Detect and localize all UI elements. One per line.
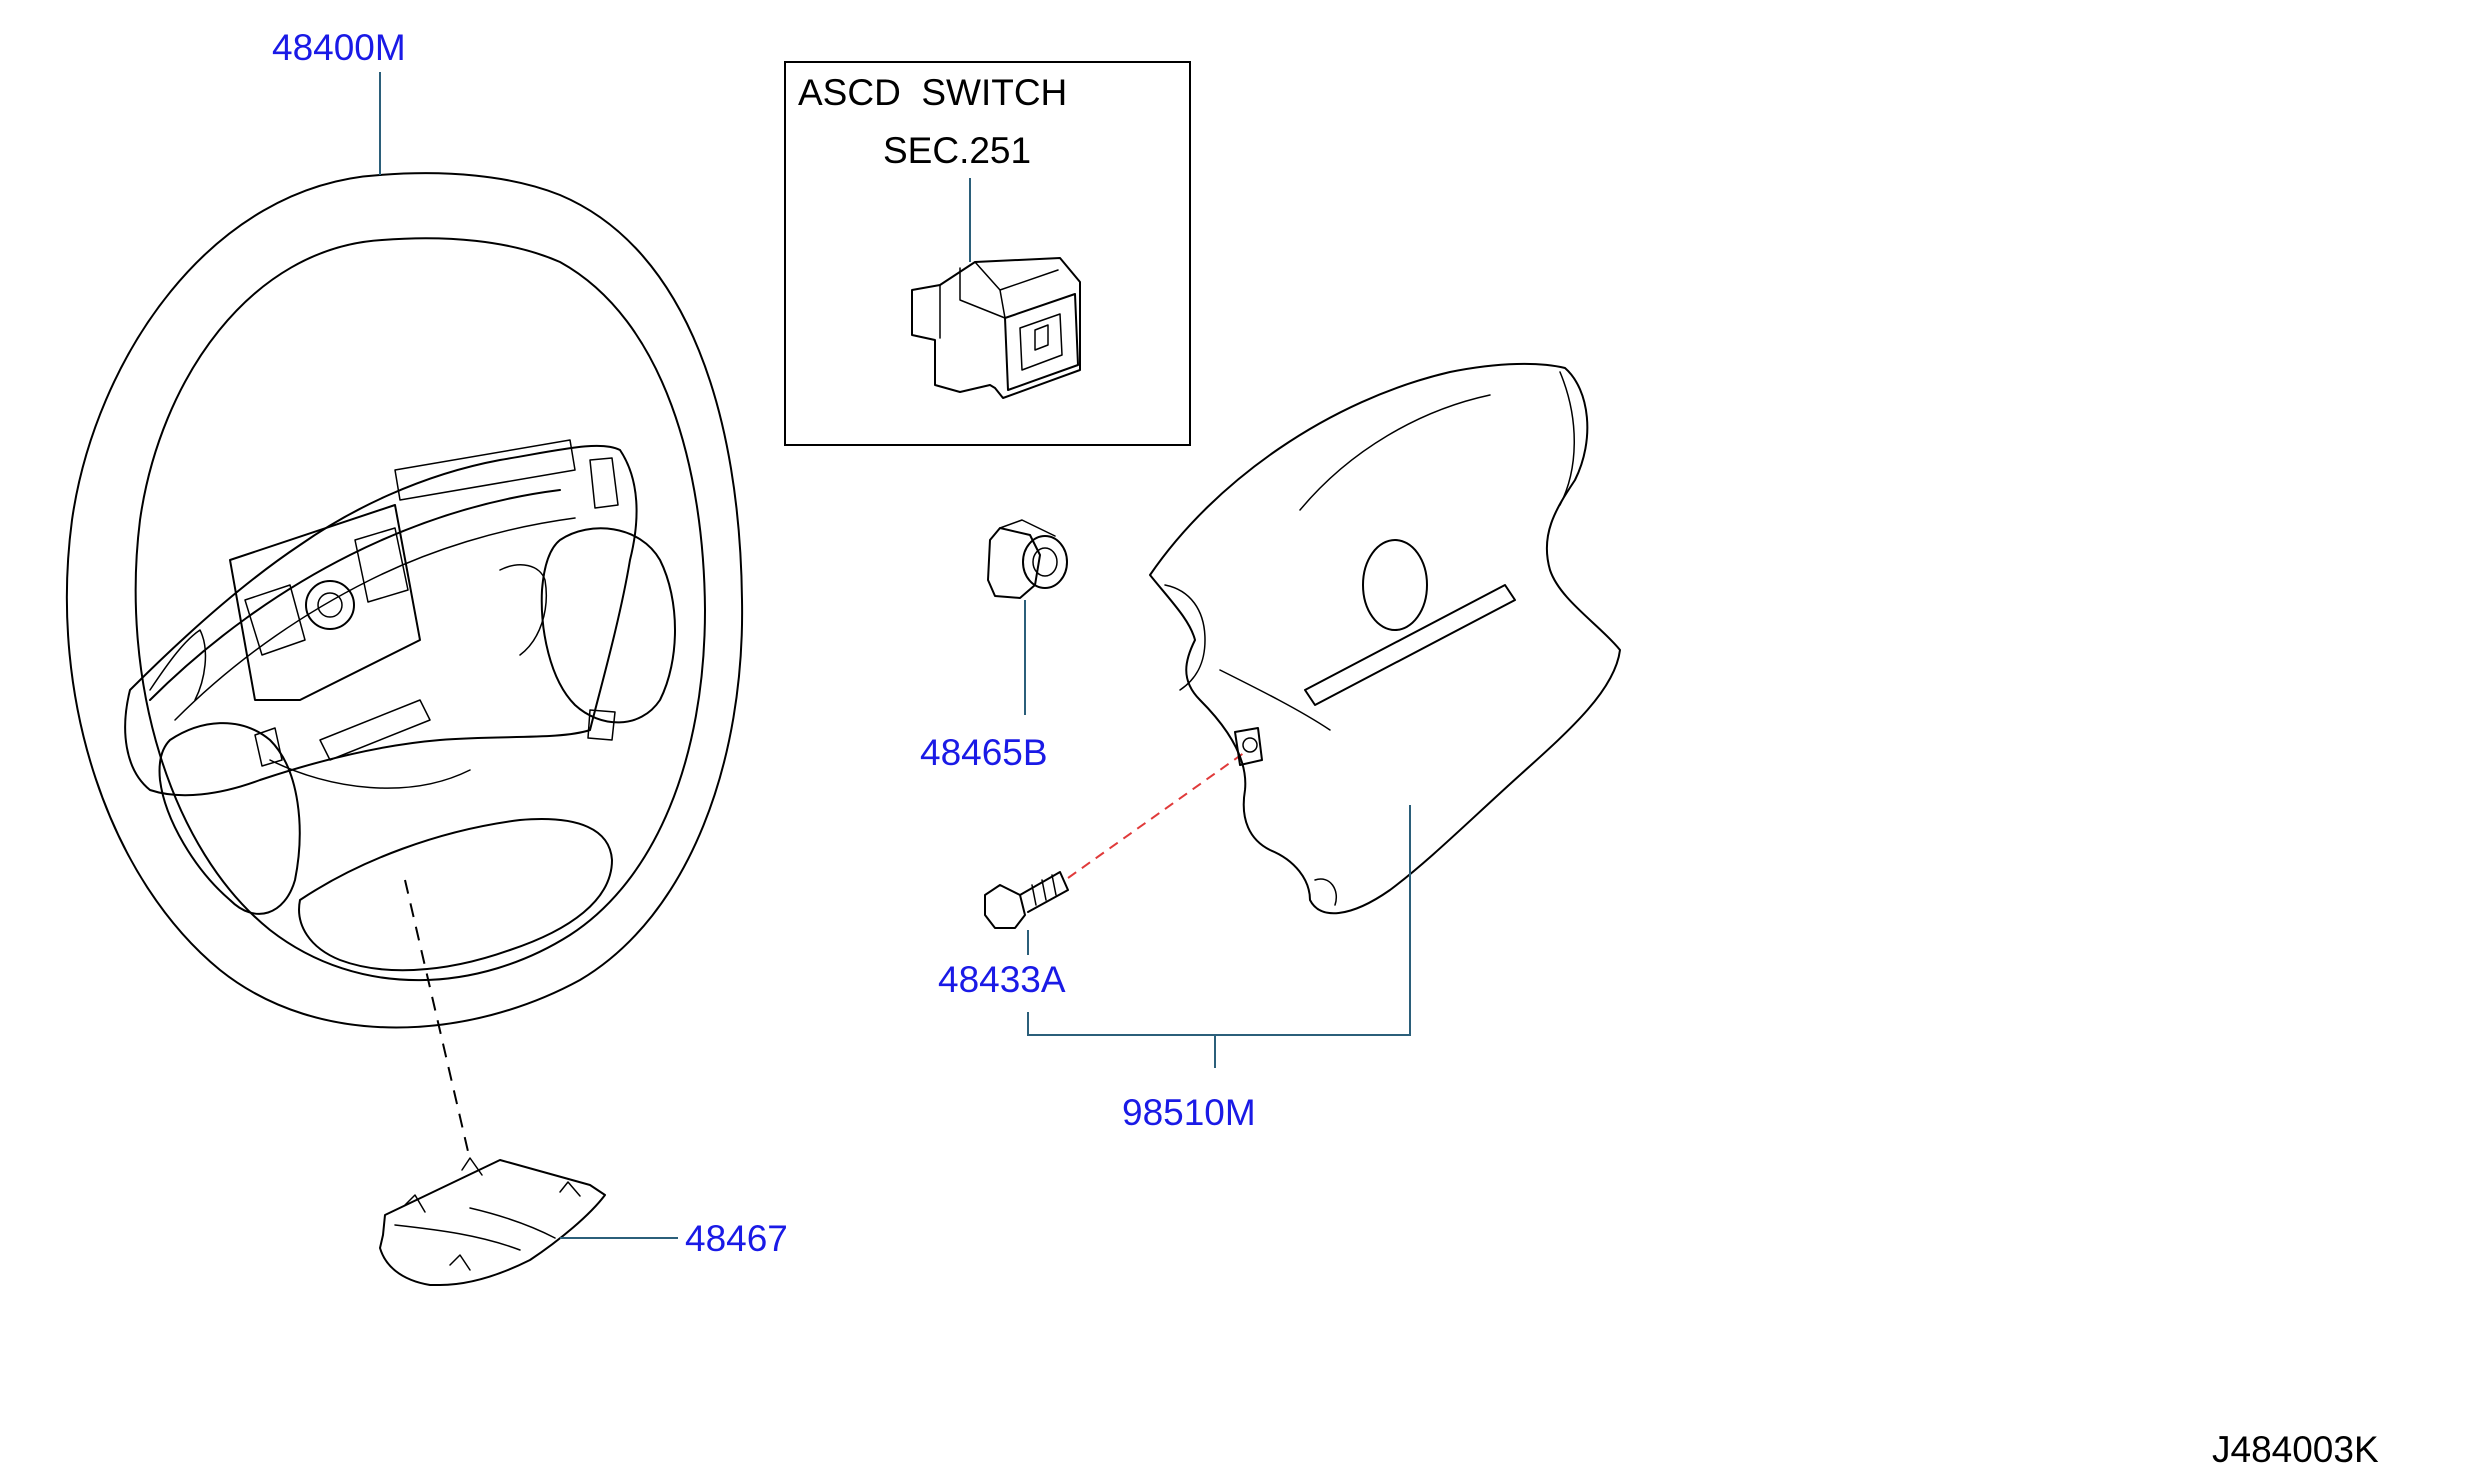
- diagram-code: J484003K: [2212, 1429, 2379, 1470]
- bolt-drawing: [984, 749, 1249, 955]
- lower-cover-drawing: [379, 1157, 606, 1286]
- inset-section: SEC.251: [883, 130, 1031, 171]
- part-label-98510M: 98510M: [1122, 1092, 1256, 1133]
- part-label-48433A: 48433A: [938, 959, 1066, 1000]
- ascd-switch-inset: [784, 61, 1191, 446]
- part-label-48467: 48467: [685, 1218, 788, 1259]
- steering-wheel-drawing: [65, 172, 744, 1161]
- inset-title: ASCD SWITCH: [798, 72, 1067, 113]
- part-label-48465B: 48465B: [920, 732, 1048, 773]
- nut-drawing: [987, 519, 1068, 715]
- part-label-48400M: 48400M: [272, 27, 406, 68]
- airbag-module-drawing: [1027, 362, 1621, 1068]
